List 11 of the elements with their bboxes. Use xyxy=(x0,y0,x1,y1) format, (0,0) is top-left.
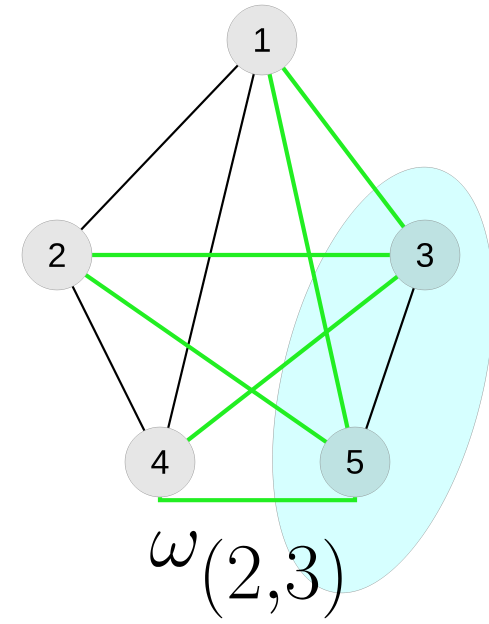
edge-line xyxy=(84,273,328,444)
edge-line xyxy=(72,286,146,431)
edge-line xyxy=(80,64,238,230)
edge-line xyxy=(158,497,358,502)
caption-formula: $\omega_{(2,3)}$ xyxy=(150,530,342,618)
edge-line xyxy=(186,275,399,442)
edge-line xyxy=(167,74,255,428)
edge-line xyxy=(268,74,350,428)
edge-line xyxy=(365,288,415,430)
edge-line xyxy=(282,66,406,228)
edge-line xyxy=(92,252,390,258)
